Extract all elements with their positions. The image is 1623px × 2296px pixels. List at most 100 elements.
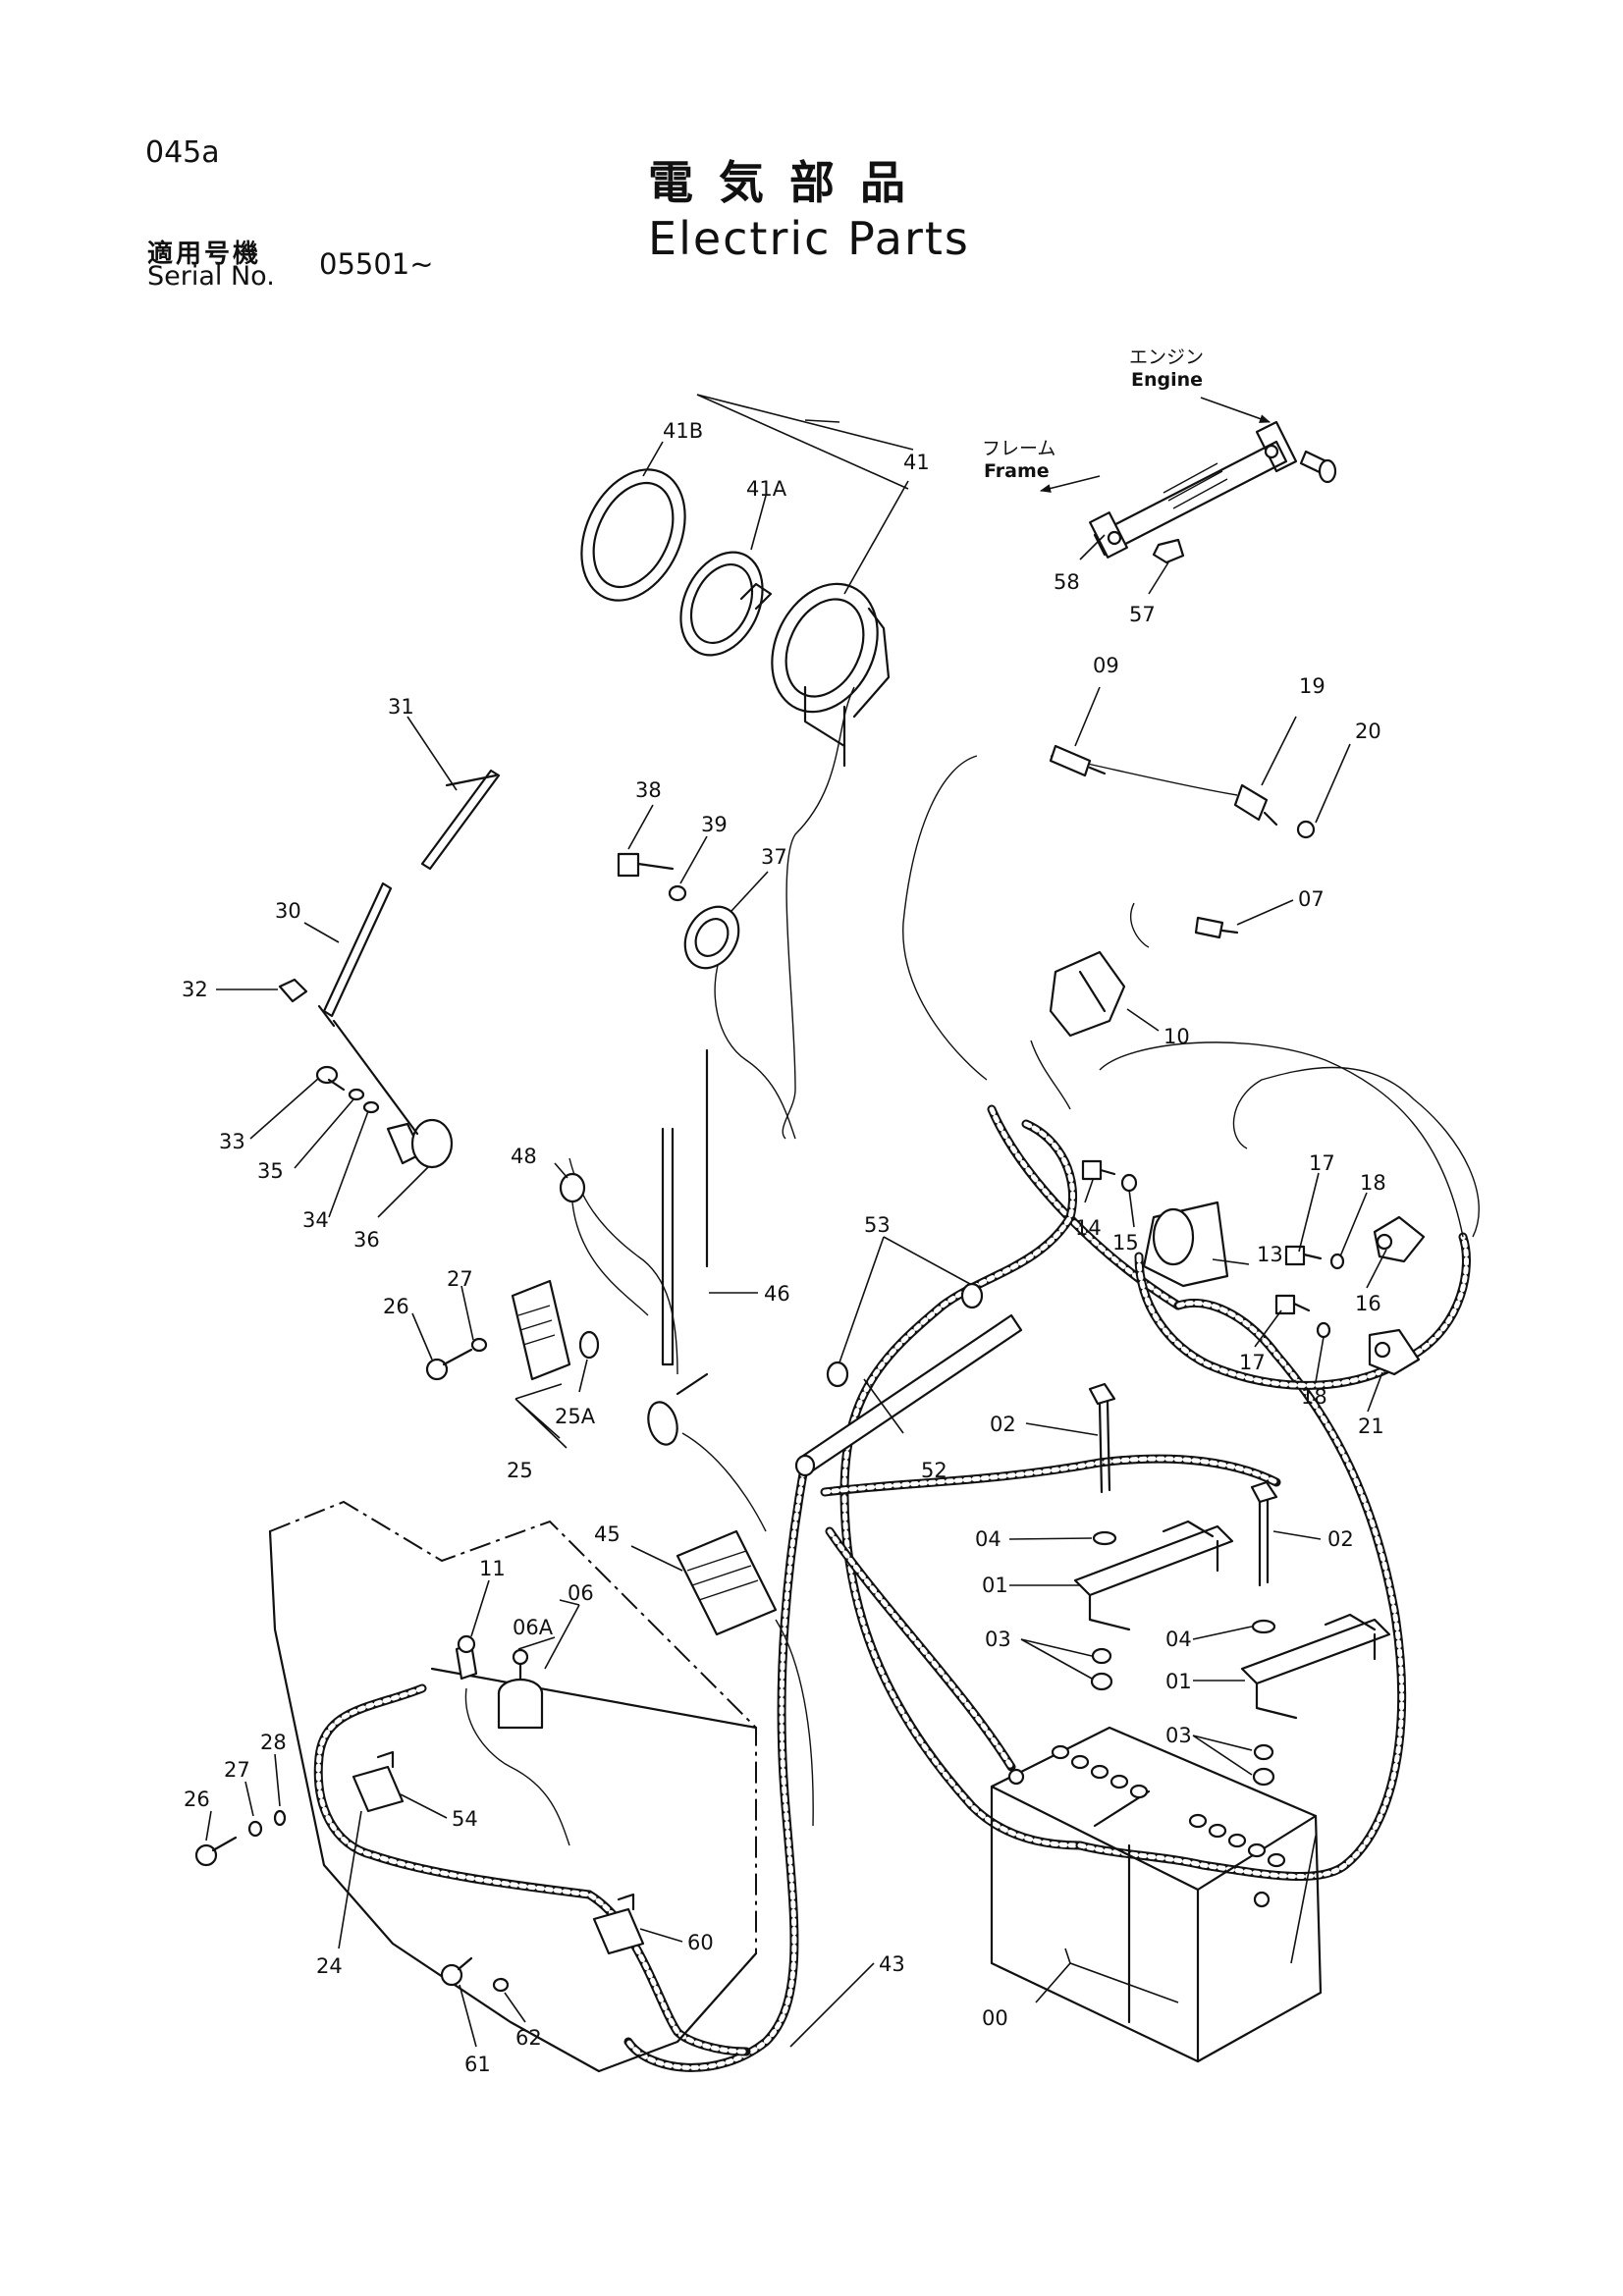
bulb-25A <box>578 1330 600 1360</box>
callout-41A: 41A <box>746 477 787 501</box>
callout-36: 36 <box>353 1228 380 1252</box>
washer-34 <box>362 1100 380 1114</box>
nuts-03-top <box>1090 1647 1113 1691</box>
callout-31: 31 <box>388 695 414 719</box>
bolt-61 <box>440 1956 473 1987</box>
clip-53 <box>826 1282 984 1388</box>
screw-26-top <box>425 1348 473 1381</box>
callout-07: 07 <box>1298 887 1325 911</box>
washer-18-top <box>1329 1253 1345 1270</box>
wiring-sleeve-52 <box>794 1313 1023 1477</box>
battery-holder-01-top[interactable] <box>1073 1520 1234 1631</box>
bolt-02-top <box>1088 1382 1116 1494</box>
callout-labels: 41B 41A 41 58 57 31 30 32 33 35 34 36 38… <box>182 419 1386 2076</box>
relay-11[interactable] <box>455 1634 478 1681</box>
bolt-17-bottom <box>1274 1294 1311 1315</box>
callout-20: 20 <box>1355 720 1381 743</box>
page-code: 045a <box>145 135 220 170</box>
note-engine-en: Engine <box>1131 369 1203 391</box>
callout-33: 33 <box>219 1130 245 1153</box>
callout-26-upper: 26 <box>383 1295 409 1318</box>
callout-18-upper: 18 <box>1360 1171 1386 1195</box>
callout-19: 19 <box>1299 674 1325 698</box>
callout-00: 00 <box>982 2006 1008 2030</box>
wiper-arm-30[interactable] <box>317 881 393 1028</box>
antenna-46[interactable] <box>571 1048 709 1448</box>
relay-54[interactable] <box>352 1750 405 1813</box>
sensor-19[interactable] <box>1233 783 1278 827</box>
callout-54: 54 <box>452 1807 478 1831</box>
battery-cells <box>1051 1744 1286 1868</box>
bolt-17-top <box>1284 1245 1323 1266</box>
sensor-07[interactable] <box>1194 916 1239 939</box>
battery-assembly <box>990 1726 1323 2063</box>
callout-04-lower: 04 <box>1165 1628 1192 1651</box>
interior-light-37[interactable] <box>675 897 749 978</box>
leader-lines <box>205 394 1387 2048</box>
washer-18-bottom <box>1316 1321 1331 1339</box>
nut-57 <box>1152 538 1185 564</box>
callout-37: 37 <box>761 845 787 869</box>
washer-04-bottom <box>1251 1619 1276 1634</box>
horn-bracket-13[interactable] <box>1142 1201 1229 1288</box>
title-english: Electric Parts <box>648 212 970 265</box>
battery-holder-01-bottom[interactable] <box>1240 1613 1391 1720</box>
callout-53: 53 <box>864 1213 891 1237</box>
thin-wiring <box>464 686 1480 1846</box>
lamp-25[interactable] <box>511 1279 571 1381</box>
bolt-14 <box>1081 1159 1116 1181</box>
callout-17-lower: 17 <box>1239 1351 1266 1374</box>
note-frame-jp: フレーム <box>982 438 1055 459</box>
serial-label-english: Serial No. <box>147 261 275 292</box>
horn-10[interactable] <box>1049 950 1126 1038</box>
nut-32 <box>278 978 308 1003</box>
switch-16[interactable] <box>1373 1215 1426 1263</box>
callout-13: 13 <box>1257 1243 1283 1266</box>
bolt-58-top <box>1299 450 1337 484</box>
callout-04-upper: 04 <box>975 1527 1001 1551</box>
callout-10: 10 <box>1163 1025 1190 1048</box>
switch-21[interactable] <box>1368 1328 1421 1376</box>
switch-06[interactable] <box>497 1648 544 1730</box>
washer-28 <box>273 1809 287 1827</box>
serial-label-japanese: 適用号機 <box>147 240 262 269</box>
wiper-motor-36[interactable] <box>332 1019 454 1169</box>
callout-62: 62 <box>515 2026 542 2050</box>
relay-60[interactable] <box>592 1893 645 1955</box>
callout-61: 61 <box>464 2053 491 2076</box>
grommet-48 <box>559 1172 586 1203</box>
wire-harness-54-loop <box>313 1683 751 2056</box>
bolt-38 <box>617 852 675 878</box>
callout-60: 60 <box>687 1931 714 1954</box>
callout-18-lower: 18 <box>1301 1385 1327 1409</box>
callout-45: 45 <box>594 1522 621 1546</box>
lamp-45[interactable] <box>676 1529 778 1636</box>
note-frame-en: Frame <box>984 460 1050 482</box>
screw-26-bottom <box>194 1836 238 1867</box>
note-engine-jp: エンジン <box>1129 347 1204 368</box>
washer-35 <box>348 1088 365 1101</box>
nut-20 <box>1296 820 1316 839</box>
callout-27-upper: 27 <box>447 1267 473 1291</box>
callout-03-lower: 03 <box>1165 1724 1192 1747</box>
callout-06A: 06A <box>513 1616 554 1639</box>
serial-number-value: 05501~ <box>319 247 434 281</box>
wire-harness-43 <box>623 1104 1471 2072</box>
washer-27-bottom <box>247 1820 263 1838</box>
work-light-41[interactable] <box>562 453 897 768</box>
callout-57: 57 <box>1129 603 1156 626</box>
callout-30: 30 <box>275 899 301 923</box>
callout-02-lower: 02 <box>1327 1527 1354 1551</box>
callout-14: 14 <box>1075 1216 1102 1240</box>
callout-24: 24 <box>316 1954 343 1978</box>
sensor-09[interactable] <box>1049 744 1107 777</box>
callout-27-lower: 27 <box>224 1758 250 1782</box>
wiper-blade-31[interactable] <box>420 769 501 871</box>
callout-17-upper: 17 <box>1309 1151 1335 1175</box>
callout-48: 48 <box>511 1145 537 1168</box>
callout-09: 09 <box>1093 654 1119 677</box>
callout-43: 43 <box>879 1952 905 1976</box>
ground-strap-58[interactable] <box>1089 420 1298 559</box>
callout-11: 11 <box>479 1557 506 1580</box>
